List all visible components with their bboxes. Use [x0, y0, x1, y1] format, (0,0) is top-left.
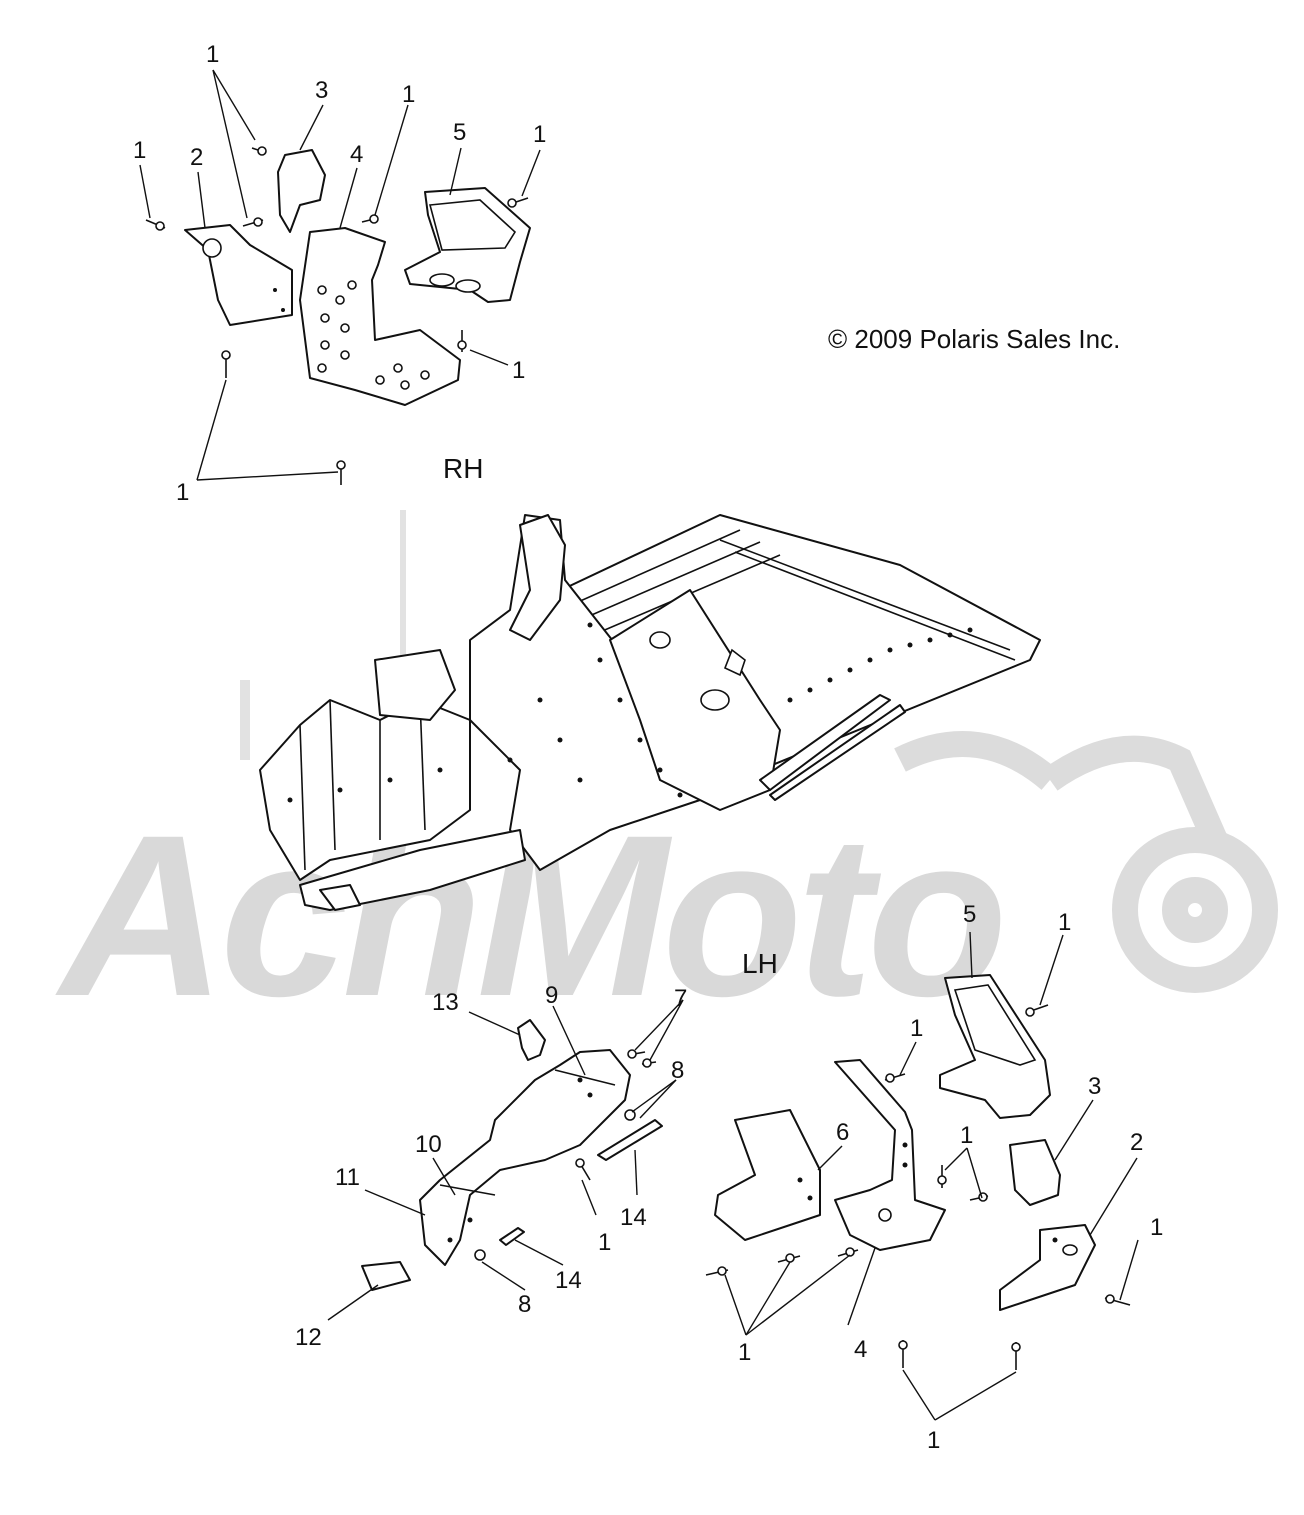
rh-leaders [139, 69, 541, 481]
lh-callout: 8 [671, 1057, 684, 1084]
lh-callout: 5 [963, 901, 976, 928]
rh-callouts: 1 1 1 1 1 1 1 1 2 3 4 5 [133, 41, 546, 506]
rh-part-4-holes [317, 280, 430, 390]
lh-callout: 13 [432, 989, 459, 1016]
lh-callout: 1 [1150, 1214, 1163, 1241]
rh-part-4-plate [299, 227, 461, 406]
rh-part-3-bracket [277, 149, 326, 233]
lh-part-6-panel [714, 1109, 821, 1241]
chassis-holes [287, 622, 973, 803]
lh-callout: 1 [598, 1229, 611, 1256]
rh-callout: 5 [453, 119, 466, 146]
lh-part-5-panel [939, 974, 1051, 1119]
rh-callout: 1 [512, 357, 525, 384]
lh-callout: 14 [555, 1267, 582, 1294]
rh-callout: 1 [206, 41, 219, 68]
watermark-spire [240, 680, 250, 760]
lh-part-2-bracket [999, 1224, 1096, 1311]
chassis-frame [259, 514, 1041, 911]
lh-callout: 1 [927, 1427, 940, 1454]
side-label-lh: LH [742, 948, 778, 979]
lh-callout: 9 [545, 982, 558, 1009]
rh-callout: 3 [315, 77, 328, 104]
lh-callout: 14 [620, 1204, 647, 1231]
lh-part-14-strip [499, 1227, 525, 1246]
lh-callout: 4 [854, 1336, 867, 1363]
rh-callout: 1 [533, 121, 546, 148]
lh-part-8-nut [474, 1249, 486, 1261]
lh-callout: 10 [415, 1131, 442, 1158]
lh-part-3-bracket [1009, 1139, 1061, 1206]
lh-callout: 1 [738, 1339, 751, 1366]
lh-callout: 3 [1088, 1073, 1101, 1100]
copyright-text: © 2009 Polaris Sales Inc. [828, 324, 1120, 354]
side-label-rh: RH [443, 453, 483, 484]
lh-callout: 8 [518, 1291, 531, 1318]
lh-callout: 1 [1058, 909, 1071, 936]
lh-callout: 7 [674, 985, 687, 1012]
lh-callouts: 1 1 1 1 1 1 1 2 3 4 5 6 7 8 8 9 10 11 12… [295, 901, 1163, 1454]
rh-parts: 1 1 1 1 1 1 1 1 2 3 4 5 [133, 41, 546, 506]
lh-callout: 1 [910, 1015, 923, 1042]
lh-callout: 1 [960, 1122, 973, 1149]
lh-leaders [327, 931, 1139, 1421]
rh-callout: 2 [190, 144, 203, 171]
lh-rivets [575, 1004, 1131, 1370]
lh-part-4-plate [834, 1059, 946, 1251]
lh-part-14-strip [597, 1119, 663, 1161]
lh-part-9-11-skid-plate [419, 1049, 631, 1266]
rh-part-2-bracket [184, 224, 293, 326]
rh-callout: 1 [176, 479, 189, 506]
lh-callout: 11 [335, 1164, 360, 1191]
lh-callout: 12 [295, 1324, 322, 1351]
rh-callout: 4 [350, 141, 363, 168]
motorcycle-icon [894, 731, 1278, 993]
rh-callout: 1 [402, 81, 415, 108]
lh-part-13-clip [517, 1019, 546, 1061]
lh-part-12-plate [361, 1261, 411, 1291]
lh-callout: 2 [1130, 1129, 1143, 1156]
lh-callout: 6 [836, 1119, 849, 1146]
rh-callout: 1 [133, 137, 146, 164]
rh-rivets [145, 146, 529, 485]
lh-parts: 1 1 1 1 1 1 1 2 3 4 5 6 7 8 8 9 10 11 12… [295, 901, 1163, 1454]
